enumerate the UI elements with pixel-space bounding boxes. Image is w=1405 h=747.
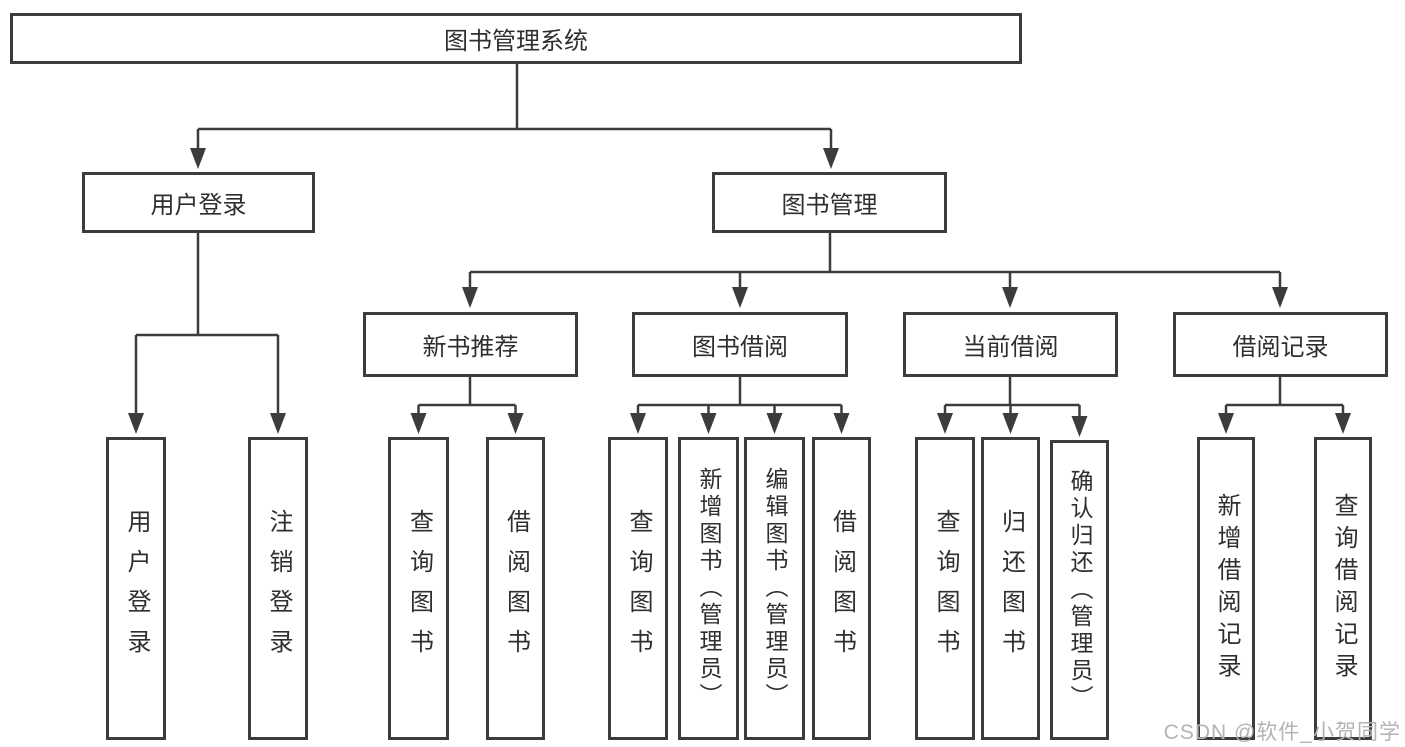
node-new-books-label: 新书推荐 — [422, 334, 519, 361]
leaf-user-login: 用户登录 — [106, 437, 166, 740]
leaf-borrow-borrow-label: 借阅图书 — [828, 508, 856, 669]
leaf-logout: 注销登录 — [248, 437, 308, 740]
leaf-logout-label: 注销登录 — [265, 508, 292, 669]
watermark: CSDN @软件_小贺同学 — [1163, 721, 1401, 744]
leaf-borrow-edit-label: 编辑图书（管理员） — [762, 467, 788, 710]
leaf-current-query-label: 查询图书 — [932, 508, 959, 669]
leaf-borrow-edit: 编辑图书（管理员） — [744, 437, 805, 740]
node-book-mgmt: 图书管理 — [712, 172, 947, 233]
node-borrow-records: 借阅记录 — [1173, 312, 1388, 377]
node-book-borrow: 图书借阅 — [632, 312, 848, 377]
leaf-newbooks-query: 查询图书 — [388, 437, 449, 740]
leaf-borrow-borrow: 借阅图书 — [812, 437, 871, 740]
node-new-books: 新书推荐 — [363, 312, 578, 377]
node-current-borrow: 当前借阅 — [903, 312, 1118, 377]
node-current-borrow-label: 当前借阅 — [962, 334, 1059, 361]
leaf-records-add: 新增借阅记录 — [1197, 437, 1255, 740]
leaf-borrow-add-label: 新增图书（管理员） — [696, 467, 722, 710]
leaf-borrow-query: 查询图书 — [608, 437, 668, 740]
node-user-login: 用户登录 — [82, 172, 315, 233]
node-book-borrow-label: 图书借阅 — [692, 334, 788, 361]
leaf-current-confirm-return: 确认归还（管理员） — [1050, 440, 1109, 740]
leaf-newbooks-borrow-label: 借阅图书 — [502, 508, 530, 669]
node-book-mgmt-label: 图书管理 — [781, 192, 878, 219]
leaf-records-add-label: 新增借阅记录 — [1213, 492, 1240, 685]
leaf-user-login-label: 用户登录 — [123, 508, 150, 669]
leaf-records-query-label: 查询借阅记录 — [1330, 492, 1357, 685]
leaf-current-query: 查询图书 — [915, 437, 975, 740]
leaf-current-return-label: 归还图书 — [997, 508, 1025, 669]
node-root: 图书管理系统 — [10, 13, 1022, 64]
node-borrow-records-label: 借阅记录 — [1232, 334, 1329, 361]
leaf-newbooks-query-label: 查询图书 — [405, 508, 433, 669]
node-user-login-label: 用户登录 — [150, 192, 247, 219]
leaf-borrow-add: 新增图书（管理员） — [678, 437, 739, 740]
leaf-newbooks-borrow: 借阅图书 — [486, 437, 545, 740]
node-root-label: 图书管理系统 — [444, 28, 588, 55]
leaf-borrow-query-label: 查询图书 — [625, 508, 652, 669]
leaf-current-confirm-return-label: 确认归还（管理员） — [1067, 468, 1093, 712]
leaf-records-query: 查询借阅记录 — [1314, 437, 1372, 740]
leaf-current-return: 归还图书 — [981, 437, 1040, 740]
